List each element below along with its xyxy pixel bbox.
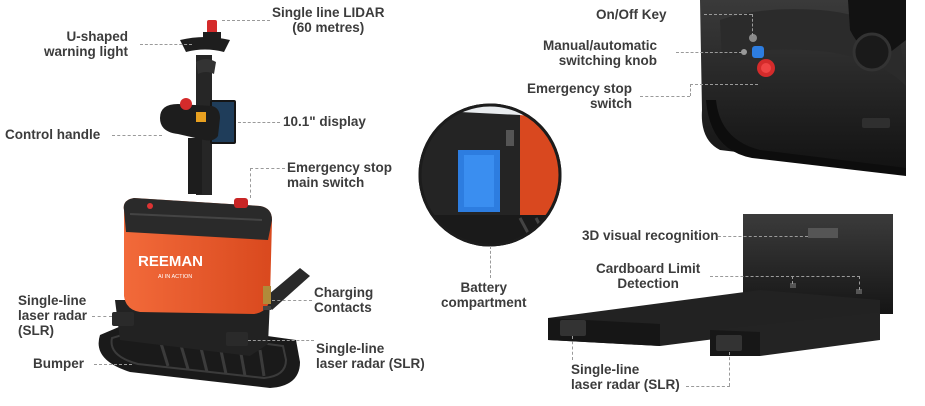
leader-slr-bottom [248,340,314,341]
leader-emergency-main [250,168,285,169]
leader-onoff [704,14,752,15]
leader-lidar-top [222,20,270,21]
leader-battery [490,246,491,278]
leader-onoff-v [752,14,753,36]
leader-emergency-switch-2 [690,84,758,85]
leader-slr-forks-2 [686,386,730,387]
label-visual: 3D visual recognition [582,228,719,243]
leader-emergency-switch [640,96,690,97]
label-emergency-switch: Emergency stop switch [527,81,633,111]
label-warning-light: U-shaped warning light [44,29,128,59]
leader-display [238,122,280,123]
label-charging: Charging Contacts [314,285,374,315]
leader-emergency-switch-v [690,84,691,96]
leader-charging [272,300,312,301]
brand-tagline: AI IN ACTION [158,274,192,280]
label-slr-left: Single-line laser radar (SLR) [18,293,88,338]
battery-inset [418,103,562,247]
label-slr-bottom: Single-line laser radar (SLR) [316,341,425,371]
leader-cardboard-v2 [859,276,860,290]
label-battery: Battery compartment [441,280,527,310]
label-bumper: Bumper [33,356,85,371]
leader-slr-forks-1 [572,336,573,360]
leader-cardboard [710,276,860,277]
leader-slr-left [92,316,112,317]
label-display: 10.1" display [283,114,366,129]
label-control-handle: Control handle [5,127,101,142]
leader-bumper [94,364,132,365]
label-cardboard: Cardboard Limit Detection [596,261,701,291]
leader-cardboard-v1 [792,276,793,284]
label-emergency-main: Emergency stop main switch [287,160,393,190]
leader-knob [676,52,742,53]
robot-main: REEMAN AI IN ACTION [98,20,310,388]
label-slr-forks: Single-line laser radar (SLR) [571,362,680,392]
closeup-panel [700,0,906,176]
leader-visual [718,236,808,237]
forks-view [548,214,893,356]
label-knob: Manual/automatic switching knob [543,38,658,68]
label-onoff: On/Off Key [596,7,667,22]
leader-warning-light [140,44,192,45]
leader-slr-forks-v [729,352,730,386]
brand-logo: REEMAN [138,253,203,270]
label-lidar-top: Single line LIDAR (60 metres) [272,5,385,35]
leader-control-handle [112,135,162,136]
leader-emergency-main-v [250,168,251,198]
